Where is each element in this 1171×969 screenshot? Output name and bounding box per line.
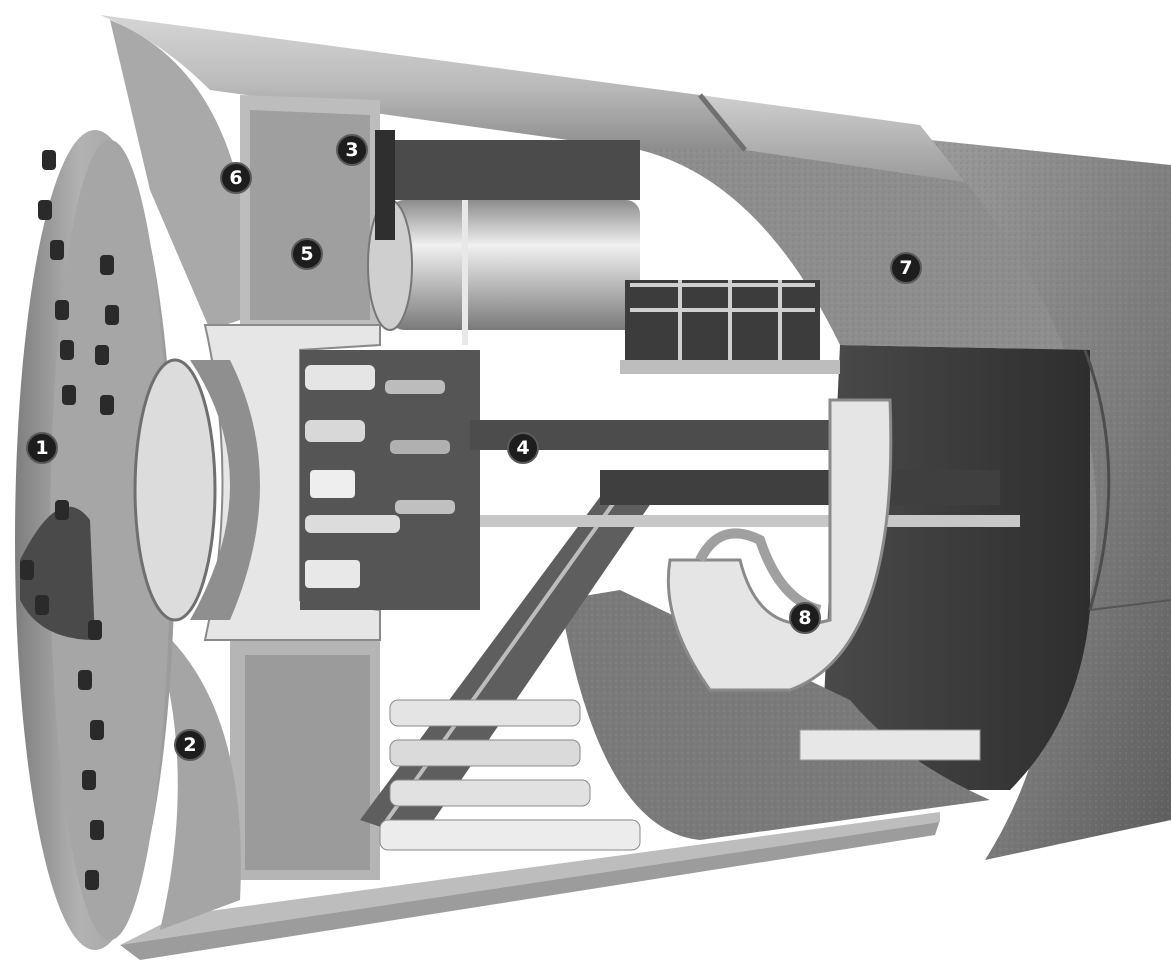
- callout-6: 6: [220, 162, 252, 194]
- shield-shell: [100, 15, 965, 960]
- callout-2-label: 2: [183, 734, 196, 756]
- callout-1-label: 1: [35, 437, 48, 459]
- callout-4: 4: [507, 432, 539, 464]
- callout-5-label: 5: [300, 243, 313, 265]
- callout-3-label: 3: [345, 139, 358, 161]
- callout-8: 8: [789, 602, 821, 634]
- callout-7-label: 7: [899, 257, 912, 279]
- man-lock-cylinder: [367, 130, 640, 345]
- operator-platform: [620, 280, 840, 374]
- pressure-bulkhead: [110, 20, 380, 930]
- thrust-cylinders: [379, 699, 641, 851]
- callout-4-label: 4: [516, 437, 529, 459]
- callout-8-label: 8: [798, 607, 811, 629]
- callout-2: 2: [174, 729, 206, 761]
- cutter-head: [15, 130, 260, 950]
- callout-6-label: 6: [229, 167, 242, 189]
- segment-erector: [666, 398, 981, 761]
- callout-1: 1: [26, 432, 58, 464]
- callout-7: 7: [890, 252, 922, 284]
- callout-5: 5: [291, 238, 323, 270]
- callout-3: 3: [336, 134, 368, 166]
- cutter-tools: [20, 150, 119, 890]
